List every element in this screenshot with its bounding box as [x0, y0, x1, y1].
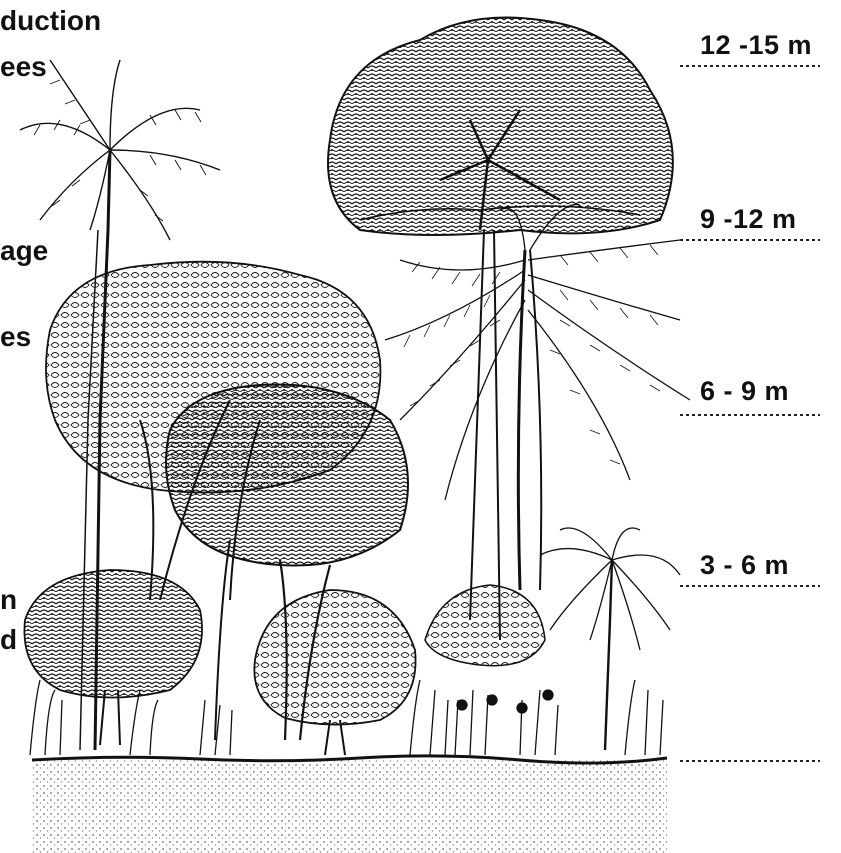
height-label-12-15m: 12 -15 m: [700, 30, 812, 60]
emergent-tree: [328, 18, 673, 641]
height-label-9-12m: 9 -12 m: [700, 204, 797, 234]
left-label-line1: duction: [0, 6, 101, 36]
height-label-6-9m: 6 - 9 m: [700, 376, 789, 406]
shrub-left: [24, 570, 202, 745]
left-label-line5: n: [0, 585, 17, 615]
left-label-line4: es: [0, 322, 31, 352]
left-label-line3: age: [0, 236, 48, 266]
height-guide-lines: [680, 66, 820, 761]
left-label-line6: d: [0, 625, 17, 655]
shrub-right: [540, 528, 680, 750]
palm-tree: [385, 205, 690, 590]
soil-layer: [32, 756, 667, 853]
height-label-3-6m: 3 - 6 m: [700, 550, 789, 580]
shrub-center: [254, 590, 415, 755]
left-label-line2: ees: [0, 52, 47, 82]
